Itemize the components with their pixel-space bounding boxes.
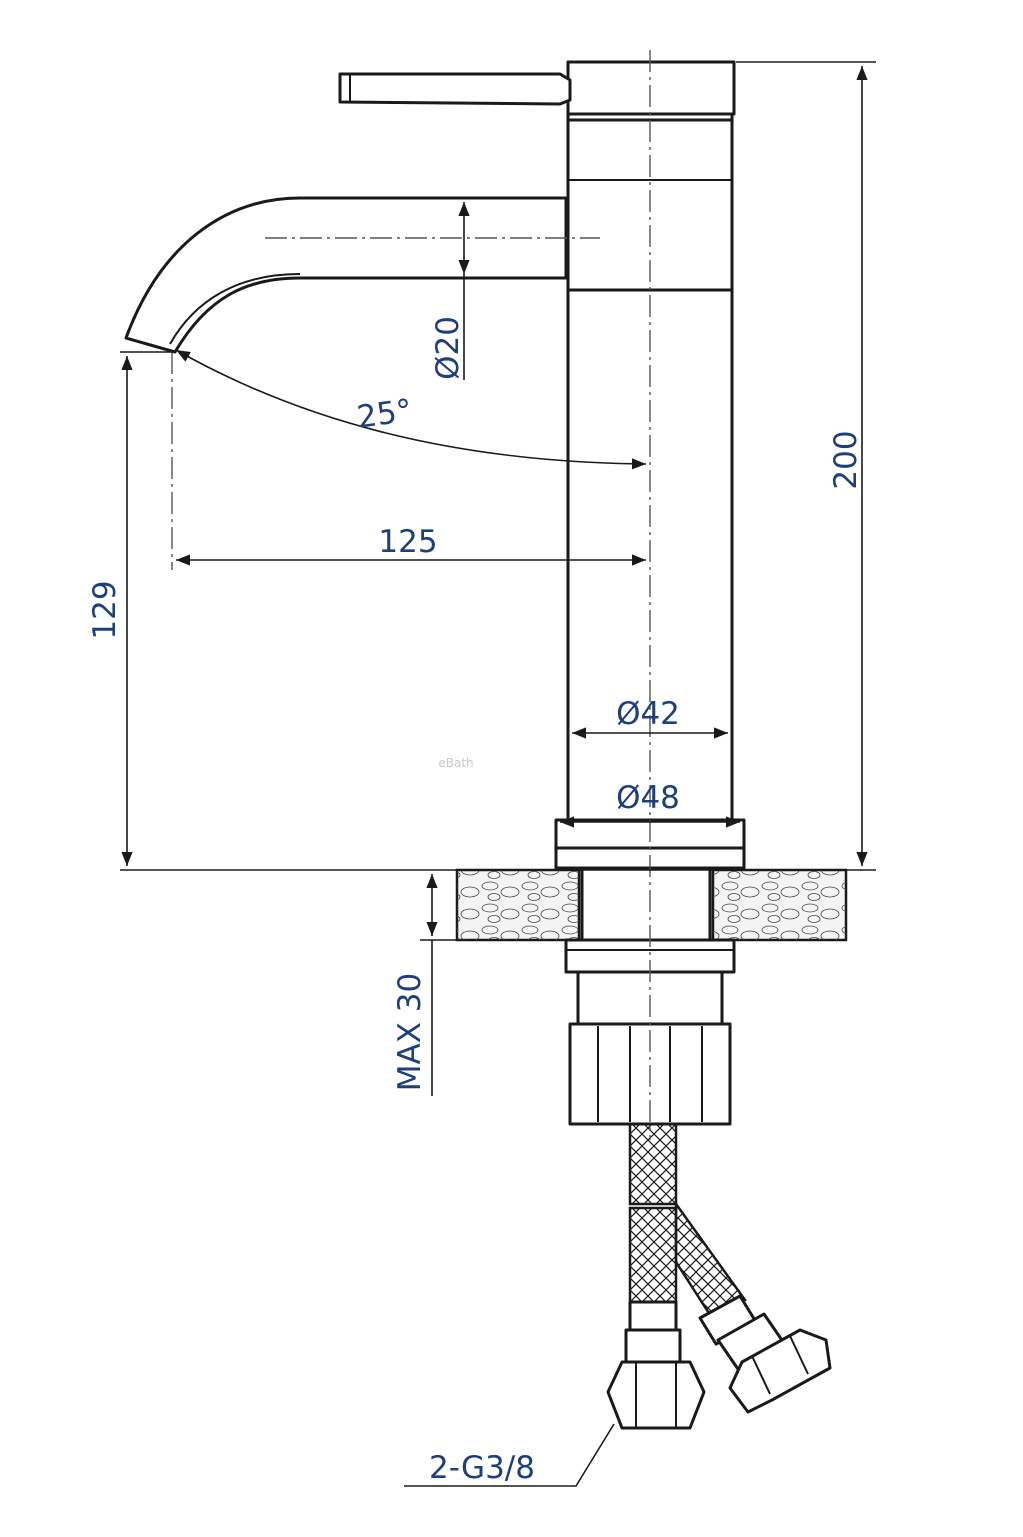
dim-body-diameter: Ø42 (616, 696, 680, 732)
watermark: eBath (438, 756, 473, 770)
spout (124, 196, 582, 354)
dim-total-height: 200 (828, 430, 864, 489)
dim-connection-thread: 2-G3/8 (429, 1450, 535, 1486)
dim-spout-reach: 125 (378, 524, 437, 560)
dim-counter-thickness: MAX 30 (392, 973, 428, 1092)
supply-hoses (606, 1120, 832, 1430)
dimension-lines (120, 61, 876, 1487)
centerlines (171, 50, 651, 1140)
dim-spout-height: 129 (87, 580, 123, 639)
dim-spout-angle: 25° (355, 392, 414, 435)
dim-base-diameter: Ø48 (616, 780, 680, 816)
lever-handle (338, 60, 736, 116)
dim-spout-diameter: Ø20 (430, 316, 466, 380)
